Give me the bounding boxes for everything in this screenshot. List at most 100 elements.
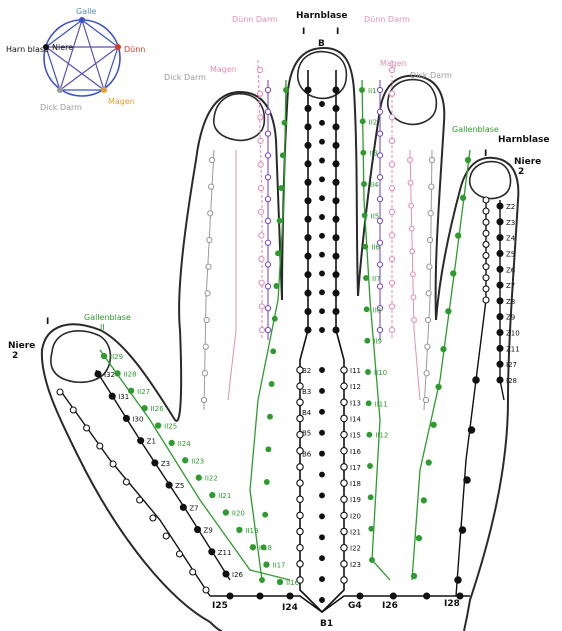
duenn-darm-point — [259, 280, 264, 285]
purple-point — [265, 262, 270, 267]
purple-point — [377, 153, 382, 158]
element-bottom-left-label: Dick Darm — [40, 103, 82, 112]
gallenblase-point — [237, 527, 242, 532]
acupoint-label: B5 — [302, 430, 311, 438]
harnblase-point — [341, 431, 347, 437]
acupoint-label: II12 — [375, 432, 388, 440]
thumb-point — [137, 497, 143, 503]
purple-point — [265, 218, 270, 223]
harnblase-point — [305, 198, 311, 204]
purple-point — [265, 327, 270, 332]
pinky-point — [497, 282, 503, 288]
dick-darm-point — [428, 211, 433, 216]
magen-point — [412, 318, 417, 323]
thumb-point — [190, 569, 196, 575]
dick-darm-point — [427, 264, 432, 269]
acupoint-label: I15 — [350, 432, 361, 440]
acupoint-label: II6 — [371, 244, 380, 252]
harnblase-point — [341, 496, 347, 502]
element-top-label: Galle — [76, 7, 97, 16]
harnblase-point — [333, 216, 339, 222]
acupoint-label: II9 — [373, 338, 382, 346]
gallenblase-point — [369, 526, 374, 531]
pinky-point — [497, 314, 503, 320]
harnblase-point — [305, 161, 311, 167]
harnblase-point — [341, 399, 347, 405]
pinky-point — [483, 219, 489, 225]
pinky-point — [483, 230, 489, 236]
wrist-channel-line — [210, 596, 470, 612]
harnblase-point — [341, 512, 347, 518]
duenn-darm-point — [258, 115, 263, 120]
harnblase-channel-line — [300, 70, 344, 612]
gallenblase-point — [210, 492, 215, 497]
pinky-point — [483, 208, 489, 214]
harnblase-point — [333, 309, 339, 315]
acupoint-label: II3 — [369, 150, 378, 158]
pinky-point — [497, 235, 503, 241]
gallenblase-point — [268, 414, 273, 419]
acupoint-label: Z9 — [204, 527, 213, 535]
harnblase-point — [333, 161, 339, 167]
duenn-darm-point — [259, 256, 264, 261]
purple-point — [265, 175, 270, 180]
gallenblase-point — [269, 382, 274, 387]
acupoint-label: II23 — [191, 457, 204, 465]
harnblase-point — [305, 216, 311, 222]
bottom-i25-label: I25 — [212, 601, 228, 611]
magen-point — [411, 295, 416, 300]
duenn-darm-point — [389, 91, 394, 96]
acupoint-label: I17 — [350, 464, 361, 472]
acupoint-label: I20 — [350, 512, 361, 520]
roman-right-label: I — [484, 149, 487, 159]
acupoint-label: Z4 — [506, 235, 516, 243]
thumb-point — [195, 527, 201, 533]
thumb-point — [209, 549, 215, 555]
harnblase-point — [320, 328, 325, 333]
pinky-channel-line — [456, 200, 486, 596]
acupoint-label: II22 — [205, 475, 218, 483]
duenn-darm-point — [389, 280, 394, 285]
acupoint-label: B3 — [302, 388, 311, 396]
niere-left-label: Niere — [8, 341, 35, 351]
acupoint-label: Z2 — [506, 203, 515, 211]
acupoint-label: Z9 — [506, 314, 515, 322]
thumb-point — [70, 407, 76, 413]
acupoint-label: I18 — [350, 480, 361, 488]
thumb-point — [152, 460, 158, 466]
harnblase-right-label: Harnblase — [498, 135, 550, 145]
gallenblase-point — [366, 401, 371, 406]
gallenblase-point — [367, 432, 372, 437]
acupoint-label: Z3 — [506, 219, 515, 227]
bottom-g4-label: G4 — [348, 601, 362, 611]
harnblase-top-label: Harnblase — [296, 11, 348, 21]
harnblase-point — [333, 290, 339, 296]
gallenblase-point — [196, 475, 201, 480]
dick-darm-point — [203, 344, 208, 349]
harnblase-point — [320, 233, 325, 238]
point-labels: I11I12I13I14I15I16I17I18I19I20I21I22I23B… — [104, 87, 520, 587]
purple-point — [377, 196, 382, 201]
acupoint-label: I31 — [118, 393, 129, 401]
harnblase-point — [320, 493, 325, 498]
duenn-darm-point — [389, 138, 394, 143]
gallenblase-point — [446, 309, 451, 314]
harnblase-point — [305, 235, 311, 241]
pinky-point — [497, 219, 503, 225]
harnblase-point — [333, 142, 339, 148]
duenn-darm-point — [259, 327, 264, 332]
duenn-darm-point — [258, 91, 263, 96]
acupoint-label: II1 — [368, 87, 377, 95]
bottom-b1-label: B1 — [320, 619, 333, 629]
magen-point — [408, 158, 413, 163]
thumb-point — [123, 415, 129, 421]
gallenblase-point — [364, 307, 369, 312]
harnblase-point — [320, 368, 325, 373]
gallenblase-point — [279, 186, 284, 191]
pinky-point — [497, 377, 503, 383]
gallenblase-point — [284, 88, 289, 93]
harnblase-point — [297, 399, 303, 405]
gallenblase-point — [451, 271, 456, 276]
acupoint-label: B6 — [302, 451, 312, 459]
harnblase-point — [320, 215, 325, 220]
